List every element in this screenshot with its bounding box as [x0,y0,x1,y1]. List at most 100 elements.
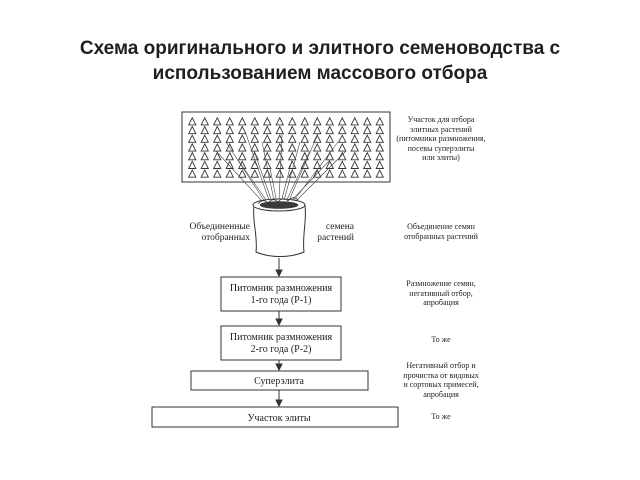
selection-line [278,133,283,202]
plant-triangle [262,116,272,126]
plant-triangle [350,151,360,161]
plant-triangle [200,134,210,143]
plant-triangle [312,160,322,169]
plant-triangle [300,134,310,143]
note-field: Участок для отбора элитных растений (пит… [393,115,489,163]
selection-lines [215,133,347,202]
plant-triangle [225,151,235,161]
superelite-label: Суперэлита [254,376,304,387]
note-merge: Объединение семян отобранных растений [393,222,489,241]
plant-triangle [262,142,272,152]
flow-arrows [275,258,283,408]
plant-triangle [237,125,247,135]
plant-triangle [337,151,347,161]
plant-triangle [275,169,285,178]
note-superelite: Негативный отбор и прочистка от видовых … [393,361,489,399]
plant-triangle [225,169,235,178]
plant-triangle [287,142,297,152]
plant-triangle [275,116,285,126]
selection-line [245,133,270,202]
plant-triangle [250,142,260,152]
plant-triangle [300,125,310,135]
note-p2: То же [393,335,489,345]
seeds-label-left-1: Объединенные [189,222,250,232]
plant-triangle [212,116,222,126]
plant-triangle [237,142,247,152]
plant-triangle [287,169,297,178]
plant-triangle [362,125,372,135]
plant-triangle [362,134,372,143]
note-field-line: (питомники размножения, [396,134,486,143]
plant-triangle [212,142,222,152]
selection-field [181,111,391,183]
plant-triangle [225,116,235,126]
plant-triangle [187,134,197,143]
plant-triangle [337,125,347,135]
plant-triangle [200,169,210,178]
plant-triangle [287,160,297,169]
nursery-p2-label-2: 2-го года (Р-2) [251,344,312,355]
plant-triangle [187,142,197,152]
plant-triangle [312,151,322,161]
selection-line [281,159,293,202]
plant-triangle [275,134,285,143]
plant-triangle [250,116,260,126]
plant-triangle [212,160,222,169]
plant-triangle [362,160,372,169]
plant-triangle [200,116,210,126]
plant-triangle [312,134,322,143]
plant-triangle [237,160,247,169]
plant-triangle [312,142,322,152]
plant-triangle [200,142,210,152]
seeds-label-left-2: отобранных [201,233,250,243]
plant-triangle [212,125,222,135]
plant-triangle [262,151,272,161]
nursery-p1-box [220,276,342,312]
plant-triangle [262,125,272,135]
plant-triangle [362,151,372,161]
plant-triangle [362,169,372,178]
plant-triangle [300,142,310,152]
selection-line [290,159,331,202]
plant-triangle [187,151,197,161]
seeds-label-right: семена растений [304,222,354,244]
plant-triangle [312,125,322,135]
selection-line [225,141,265,202]
plant-triangle [337,116,347,126]
plant-triangle [375,169,385,178]
selection-line [237,159,268,202]
plant-triangle [250,134,260,143]
plant-triangle [287,125,297,135]
plant-triangle [350,125,360,135]
plant-triangle [187,169,197,178]
plant-triangle [375,116,385,126]
plant-triangle [250,160,260,169]
plant-triangle [300,116,310,126]
plant-triangle [337,160,347,169]
note-p1-line: Размножение семян, [406,279,476,288]
plant-triangle [350,116,360,126]
plant-triangle [325,151,335,161]
plant-triangle [237,151,247,161]
seeds-label-right-2: растений [317,233,354,243]
plant-triangles [187,116,385,178]
seeds-label-right-1: семена [325,222,354,232]
plant-triangle [325,160,335,169]
note-field-line: или элиты) [422,153,460,162]
plant-triangle [237,134,247,143]
plant-triangle [212,169,222,178]
selection-line [286,150,311,202]
note-superelite-line: апробация [423,389,459,399]
plant-triangle [225,125,235,135]
nursery-p1-label-1: Питомник размножения [230,283,333,294]
note-field-line: элитных растений [410,124,472,134]
plant-triangle [350,169,360,178]
nursery-p1-label-2: 1-го года (Р-1) [251,295,312,306]
title-line-1: Схема оригинального и элитного семеновод… [79,38,561,59]
plant-triangle [325,142,335,152]
plant-triangle [375,142,385,152]
plant-triangle [187,125,197,135]
plant-triangle [287,151,297,161]
plant-triangle [325,116,335,126]
